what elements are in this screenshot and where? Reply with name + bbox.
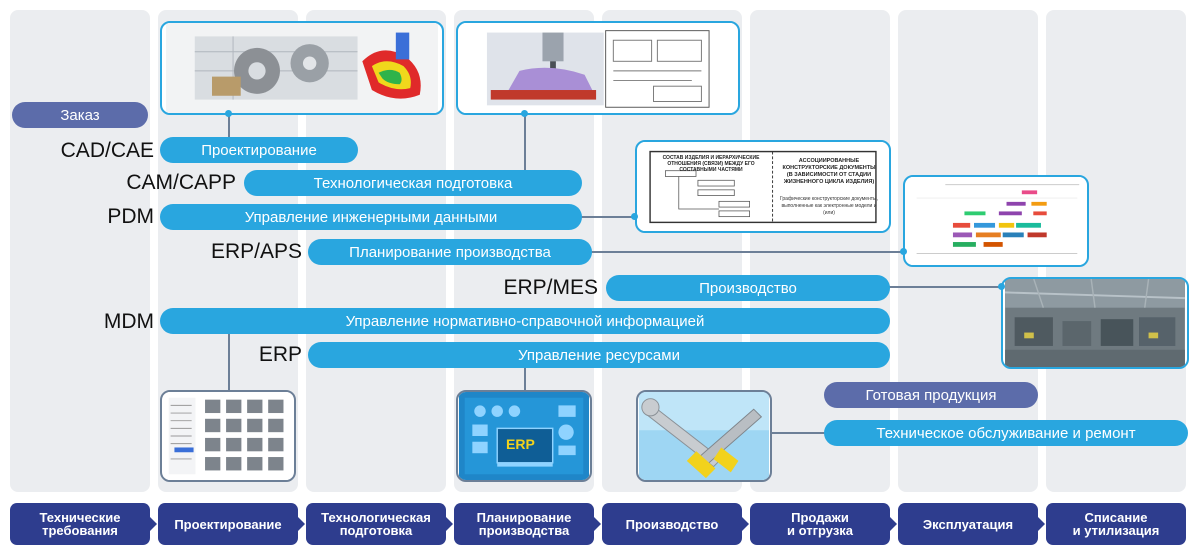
wrench-maintenance-image xyxy=(636,390,772,482)
connector-dot-pdm xyxy=(631,213,638,220)
pdm-right-text: Графические конструкторские документы, в… xyxy=(779,196,879,216)
stage-arrow-1 xyxy=(150,517,157,531)
parts-catalog-image xyxy=(160,390,296,482)
connector-pdm-document xyxy=(581,216,636,218)
stage-column-1 xyxy=(10,10,150,492)
system-label-cad-cae: CAD/CAE xyxy=(60,139,154,162)
resources-bar: Управление ресурсами xyxy=(308,342,890,368)
stage-5: Производство xyxy=(602,503,742,545)
stage-6: Продажи и отгрузка xyxy=(750,503,890,545)
connector-schedule xyxy=(591,251,904,253)
connector-maintenance xyxy=(772,432,828,434)
connector-erp-dashboard xyxy=(524,367,526,395)
cam-machining-image xyxy=(456,21,740,115)
pdm-left-title: СОСТАВ ИЗДЕЛИЯ И ИЕРАРХИЧЕСКИЕ ОТНОШЕНИЯ… xyxy=(662,155,760,173)
connector-cam-image xyxy=(524,113,526,171)
tech-prep-bar: Технологическая подготовка xyxy=(244,170,582,196)
system-label-erp-mes: ERP/MES xyxy=(503,276,598,299)
order-bar: Заказ xyxy=(12,102,148,128)
pdm-structure-image: СОСТАВ ИЗДЕЛИЯ И ИЕРАРХИЧЕСКИЕ ОТНОШЕНИЯ… xyxy=(635,140,891,233)
stage-arrow-5 xyxy=(742,517,749,531)
stage-arrow-2 xyxy=(298,517,305,531)
connector-dot-cam xyxy=(521,110,528,117)
stage-arrow-7 xyxy=(1038,517,1045,531)
erp-illustration-text: ERP xyxy=(506,436,535,452)
design-bar: Проектирование xyxy=(160,137,358,163)
gantt-schedule-image xyxy=(903,175,1089,267)
connector-cad-image xyxy=(228,113,230,139)
finished-goods-bar: Готовая продукция xyxy=(824,382,1038,408)
system-label-mdm: MDM xyxy=(103,310,154,333)
erp-dashboard-image: ERP xyxy=(456,390,592,482)
stage-8: Списание и утилизация xyxy=(1046,503,1186,545)
cad-gears-image xyxy=(160,21,444,115)
production-planning-bar: Планирование производства xyxy=(308,239,592,265)
system-label-erp-aps: ERP/APS xyxy=(210,240,302,263)
connector-production xyxy=(888,286,1003,288)
connector-dot-cad xyxy=(225,110,232,117)
connector-mdm-catalog xyxy=(228,334,230,396)
reference-data-bar: Управление нормативно-справочной информа… xyxy=(160,308,890,334)
connector-dot-production xyxy=(998,283,1005,290)
stage-arrow-6 xyxy=(890,517,897,531)
stage-1: Технические требования xyxy=(10,503,150,545)
engineering-data-bar: Управление инженерными данными xyxy=(160,204,582,230)
stage-arrow-3 xyxy=(446,517,453,531)
system-label-cam-capp: CAM/CAPP xyxy=(126,171,236,194)
stage-2: Проектирование xyxy=(158,503,298,545)
stage-3: Технологическая подготовка xyxy=(306,503,446,545)
system-label-erp: ERP xyxy=(258,343,302,366)
production-bar: Производство xyxy=(606,275,890,301)
stage-4: Планирование производства xyxy=(454,503,594,545)
pdm-right-title: АССОЦИИРОВАННЫЕ КОНСТРУКТОРСКИЕ ДОКУМЕНТ… xyxy=(782,158,876,185)
connector-dot-schedule xyxy=(900,248,907,255)
maintenance-bar: Техническое обслуживание и ремонт xyxy=(824,420,1188,446)
stage-7: Эксплуатация xyxy=(898,503,1038,545)
system-label-pdm: PDM xyxy=(107,205,154,228)
factory-floor-image xyxy=(1001,277,1189,369)
stage-arrow-4 xyxy=(594,517,601,531)
